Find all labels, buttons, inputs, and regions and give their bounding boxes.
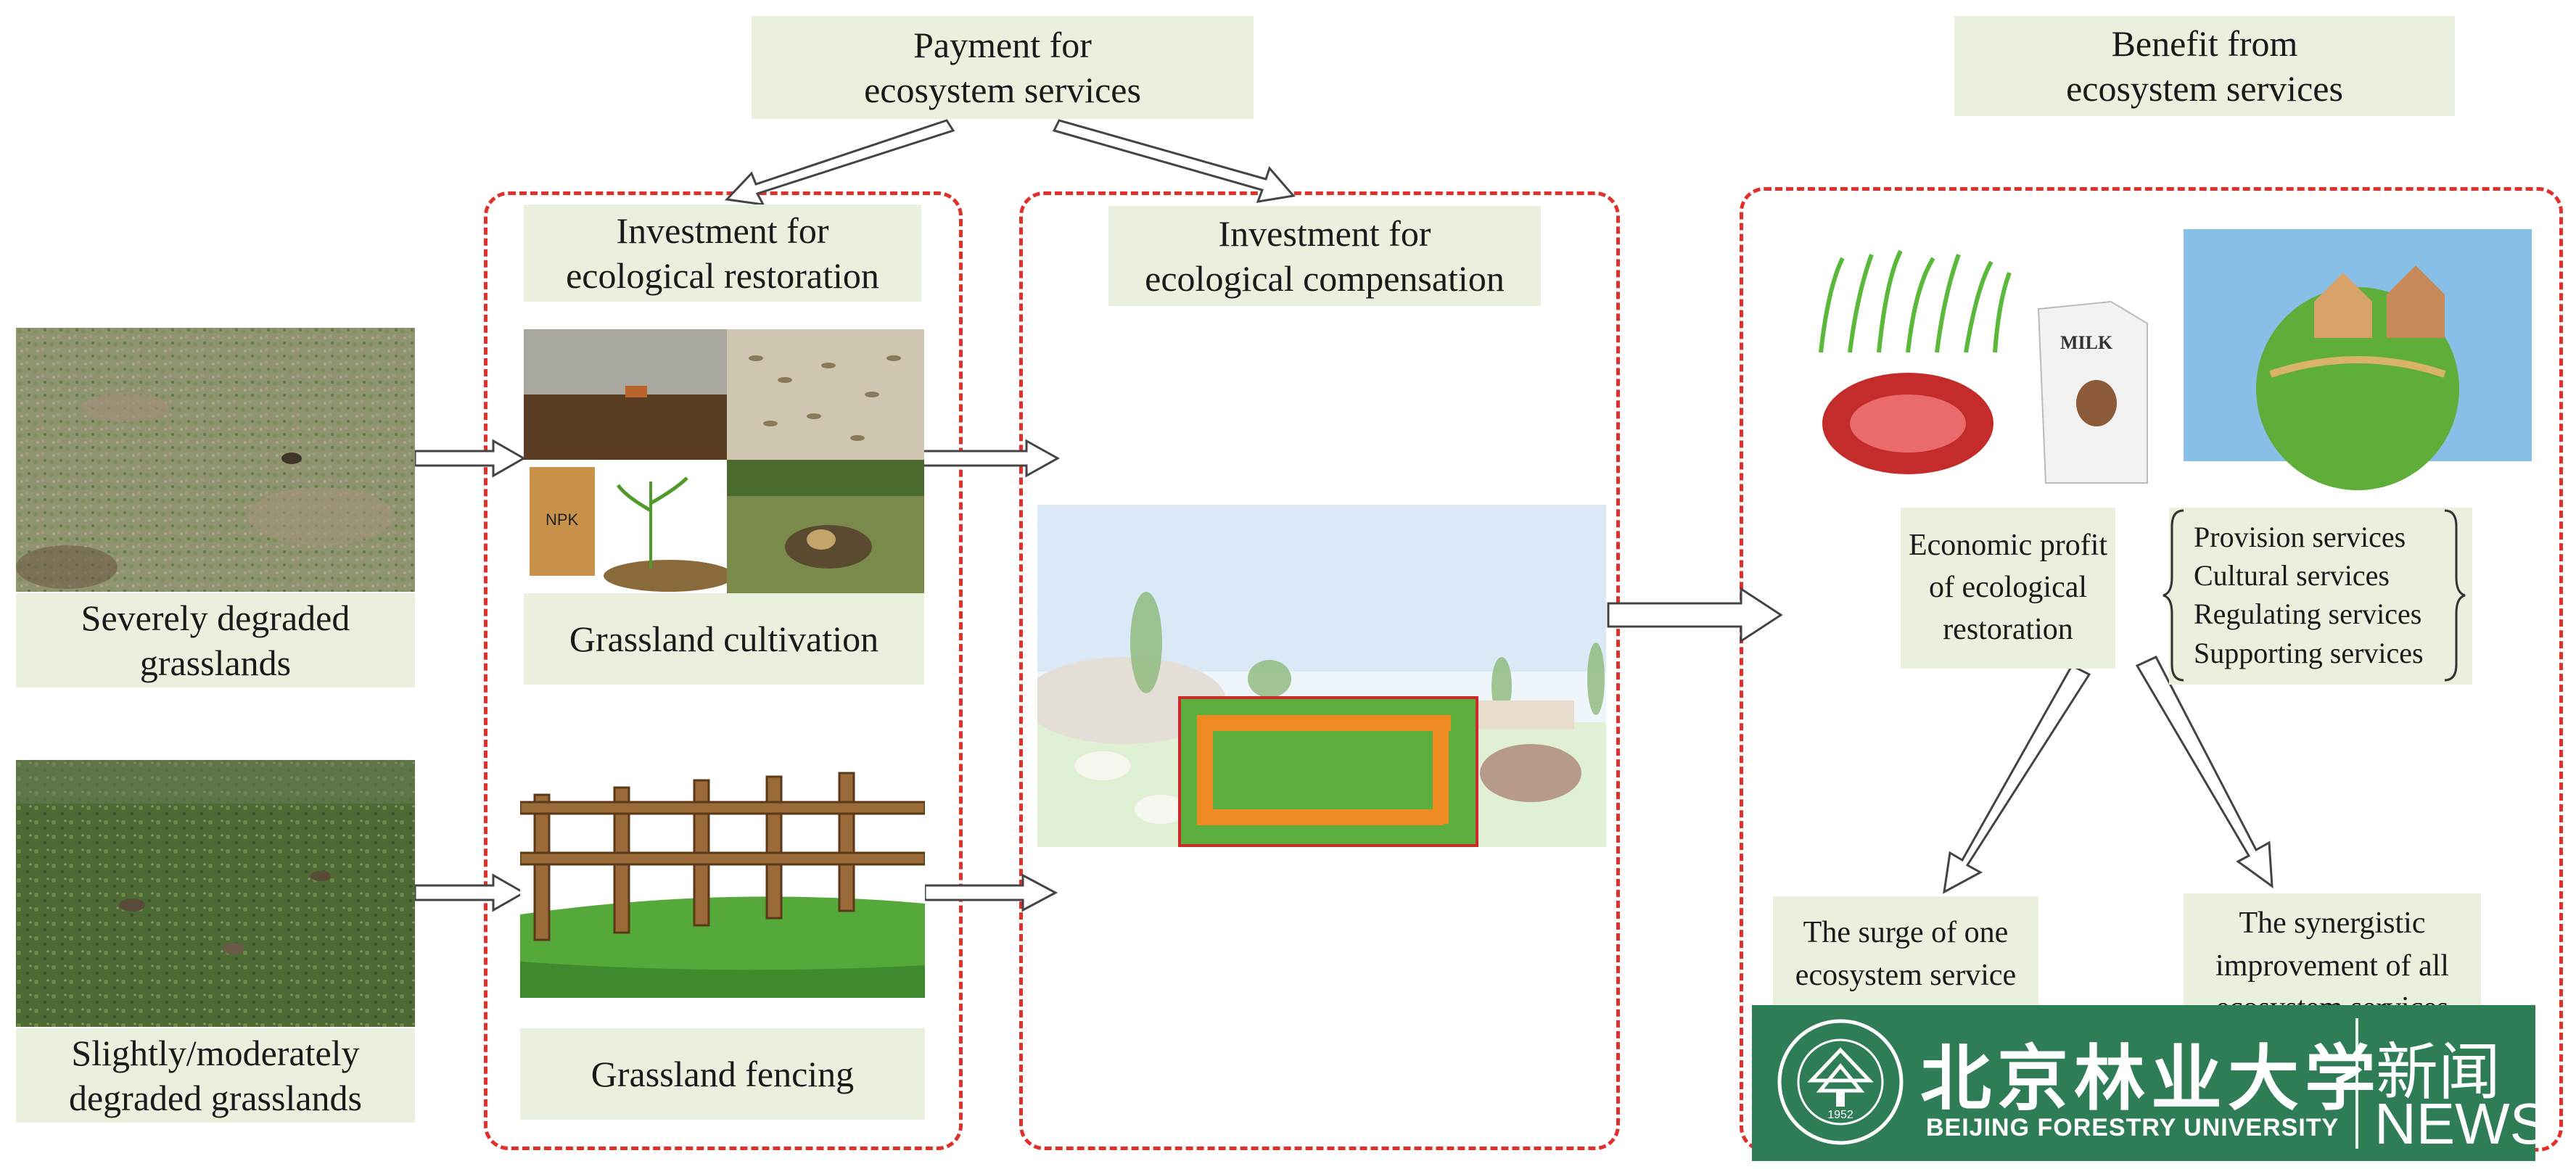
arrow-payment-to-restoration [724, 119, 955, 206]
surge-label: The surge of one ecosystem service [1773, 896, 2038, 1012]
arrow-economic-to-synergy [2135, 656, 2273, 889]
economic-profit-label: Economic profit of ecological restoratio… [1901, 508, 2115, 669]
cultivation-label: Grassland cultivation [524, 593, 924, 685]
severe-grassland-photo [16, 328, 415, 592]
service-provision: Provision services [2194, 521, 2406, 553]
restoration-group-box [484, 191, 963, 1150]
service-cultural: Cultural services [2194, 559, 2390, 592]
benefit-images: MILK [1806, 222, 2532, 496]
arrow-cultivation-to-compensation [920, 439, 1061, 478]
benefit-label: Benefit from ecosystem services [1954, 16, 2455, 116]
watermark-divider [2355, 1018, 2358, 1149]
compensation-title: Investment for ecological compensation [1108, 206, 1541, 306]
milk-text: MILK [2060, 332, 2113, 353]
compensation-scene [1037, 505, 1606, 847]
university-seal-icon: 1952 [1777, 1019, 1904, 1145]
university-name-en: BEIJING FORESTRY UNIVERSITY [1926, 1114, 2340, 1141]
npk-text: NPK [546, 511, 579, 529]
svg-text:1952: 1952 [1827, 1109, 1853, 1121]
arrow-economic-to-surge [1943, 664, 2091, 894]
arrow-fencing-to-compensation [923, 873, 1058, 912]
news-label-en: NEWS [2374, 1091, 2548, 1156]
restoration-title: Investment for ecological restoration [524, 205, 921, 302]
fencing-illustration [520, 759, 925, 1023]
news-label-cn: 新闻 [2376, 1036, 2501, 1109]
arrow-slight-to-fencing [413, 873, 527, 912]
services-list: Provision services Cultural services Reg… [2169, 508, 2472, 685]
arrow-payment-to-compensation [1052, 119, 1296, 203]
payment-label: Payment for ecosystem services [752, 16, 1254, 119]
service-supporting: Supporting services [2194, 636, 2424, 669]
slight-grassland-photo [16, 760, 415, 1027]
cultivation-collage: NPK [524, 329, 924, 593]
arrow-compensation-to-benefits [1607, 587, 1783, 643]
arrow-severe-to-cultivation [413, 439, 527, 478]
compensation-group-box [1019, 191, 1620, 1150]
university-news-watermark: 1952 北京林业大学 BEIJING FORESTRY UNIVERSITY … [1752, 1005, 2548, 1161]
severe-grassland-label: Severely degraded grasslands [16, 593, 415, 687]
service-regulating: Regulating services [2194, 598, 2422, 631]
university-name-cn: 北京林业大学 [1920, 1037, 2382, 1120]
services-braces [2163, 509, 2466, 682]
fencing-label: Grassland fencing [520, 1028, 925, 1120]
slight-grassland-label: Slightly/moderately degraded grasslands [16, 1028, 415, 1123]
